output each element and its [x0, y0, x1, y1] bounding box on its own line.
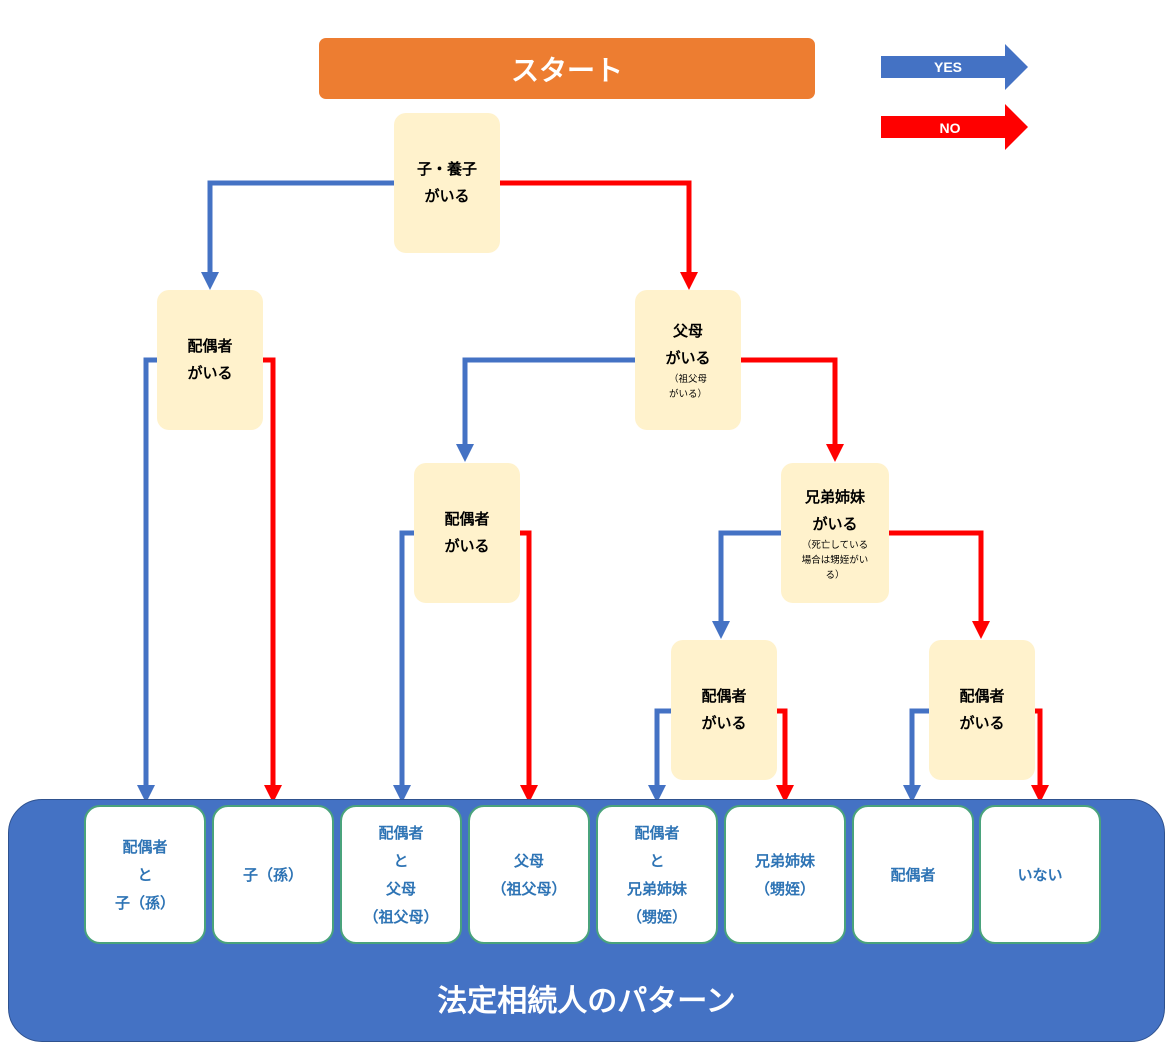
edge-yes — [718, 530, 781, 624]
outcome-line: （甥姪） — [754, 879, 815, 898]
decision-spouse-c-line2: がいる — [701, 714, 747, 732]
decision-spouse-a-line2: がいる — [187, 364, 233, 382]
arrowhead-no — [520, 785, 538, 803]
outcome-line: （祖父母） — [363, 907, 439, 926]
edge-yes — [654, 708, 671, 788]
arrowhead-yes — [456, 444, 474, 462]
decision-parents-note2: がいる） — [668, 389, 707, 400]
legend-no-arrow: NO — [881, 104, 1028, 150]
outcome-card-parents: 父母 （祖父母） — [468, 805, 590, 944]
outcome-line: と — [649, 851, 665, 870]
outcome-line: 子（孫） — [114, 893, 175, 912]
outcome-card-spouse-only: 配偶者 — [852, 805, 974, 944]
decision-spouse-d-line2: がいる — [959, 714, 1005, 732]
decision-parents-note1: （祖父母 — [668, 374, 707, 385]
decision-siblings-line1: 兄弟姉妹 — [804, 487, 865, 506]
edge-no — [263, 357, 276, 788]
decision-parents-line1: 父母 — [672, 322, 703, 340]
decision-spouse-d: 配偶者 がいる — [929, 640, 1035, 780]
outcome-line: 子（孫） — [242, 865, 303, 884]
decision-siblings-note2: 場合は甥姪がい — [801, 554, 869, 566]
decision-spouse-b: 配偶者 がいる — [414, 463, 520, 603]
arrowhead-no — [680, 272, 698, 290]
edge-no — [741, 357, 838, 447]
decision-siblings-note3: る） — [825, 569, 845, 581]
outcome-line: 父母 — [513, 851, 544, 870]
decision-spouse-b-line2: がいる — [444, 537, 490, 555]
edge-yes — [909, 708, 929, 788]
decision-spouse-c: 配偶者 がいる — [671, 640, 777, 780]
arrowhead-yes — [903, 785, 921, 803]
legend-yes-label: YES — [934, 59, 962, 75]
start-banner: スタート — [319, 38, 815, 99]
outcome-line: 兄弟姉妹 — [754, 851, 815, 870]
outcome-line: （祖父母） — [491, 879, 567, 898]
arrowhead-yes — [137, 785, 155, 803]
legend-no-label: NO — [940, 120, 961, 136]
outcome-line: 配偶者 — [378, 823, 424, 842]
outcome-line: 兄弟姉妹 — [626, 879, 687, 898]
decision-siblings-line2: がいる — [812, 514, 858, 533]
arrowhead-yes — [648, 785, 666, 803]
outcome-card-spouse-and-siblings: 配偶者 と 兄弟姉妹 （甥姪） — [596, 805, 718, 944]
decision-spouse-b-line1: 配偶者 — [444, 510, 490, 528]
edge-no — [889, 530, 984, 624]
outcome-band-title: 法定相続人のパターン — [8, 970, 1165, 1026]
edge-no — [1035, 708, 1043, 788]
decision-spouse-c-line1: 配偶者 — [701, 687, 747, 705]
arrowhead-no — [826, 444, 844, 462]
edge-yes — [143, 357, 157, 788]
decision-siblings: 兄弟姉妹 がいる （死亡している 場合は甥姪がい る） — [781, 463, 889, 603]
arrowhead-no — [264, 785, 282, 803]
decision-spouse-a: 配偶者 がいる — [157, 290, 263, 430]
outcome-line: 配偶者 — [122, 837, 168, 856]
decision-spouse-a-line1: 配偶者 — [187, 337, 233, 355]
outcome-line: 配偶者 — [890, 865, 936, 884]
decision-children-line1: 子・養子 — [416, 160, 477, 178]
arrowhead-no — [972, 621, 990, 639]
arrowhead-no — [1031, 785, 1049, 803]
edge-yes — [462, 357, 635, 447]
edge-yes — [207, 180, 395, 275]
decision-parents: 父母 がいる （祖父母 がいる） — [635, 290, 741, 430]
footer-title: 法定相続人のパターン — [437, 984, 736, 1019]
decision-siblings-note1: （死亡している — [801, 539, 869, 551]
start-label: スタート — [510, 53, 623, 87]
legend-yes-arrow: YES — [881, 44, 1028, 90]
decision-children-line2: がいる — [424, 187, 470, 205]
edge-no — [520, 530, 532, 788]
outcome-card-children: 子（孫） — [212, 805, 334, 944]
outcome-line: 配偶者 — [634, 823, 680, 842]
arrowhead-yes — [393, 785, 411, 803]
edge-no — [500, 180, 692, 275]
arrowhead-yes — [201, 272, 219, 290]
outcome-card-none: いない — [979, 805, 1101, 944]
outcome-line: いない — [1017, 865, 1063, 884]
outcome-line: （甥姪） — [626, 907, 687, 926]
outcome-line: と — [137, 865, 153, 884]
arrowhead-no — [776, 785, 794, 803]
outcome-card-spouse-and-parents: 配偶者 と 父母 （祖父母） — [340, 805, 462, 944]
outcome-card-siblings: 兄弟姉妹 （甥姪） — [724, 805, 846, 944]
edge-no — [777, 708, 788, 788]
edge-yes — [399, 530, 414, 788]
arrowhead-yes — [712, 621, 730, 639]
outcome-line: 父母 — [385, 879, 416, 898]
decision-children: 子・養子 がいる — [394, 113, 500, 253]
decision-parents-line2: がいる — [665, 349, 711, 367]
decision-spouse-d-line1: 配偶者 — [959, 687, 1005, 705]
outcome-line: と — [393, 851, 409, 870]
outcome-card-spouse-and-children: 配偶者 と 子（孫） — [84, 805, 206, 944]
